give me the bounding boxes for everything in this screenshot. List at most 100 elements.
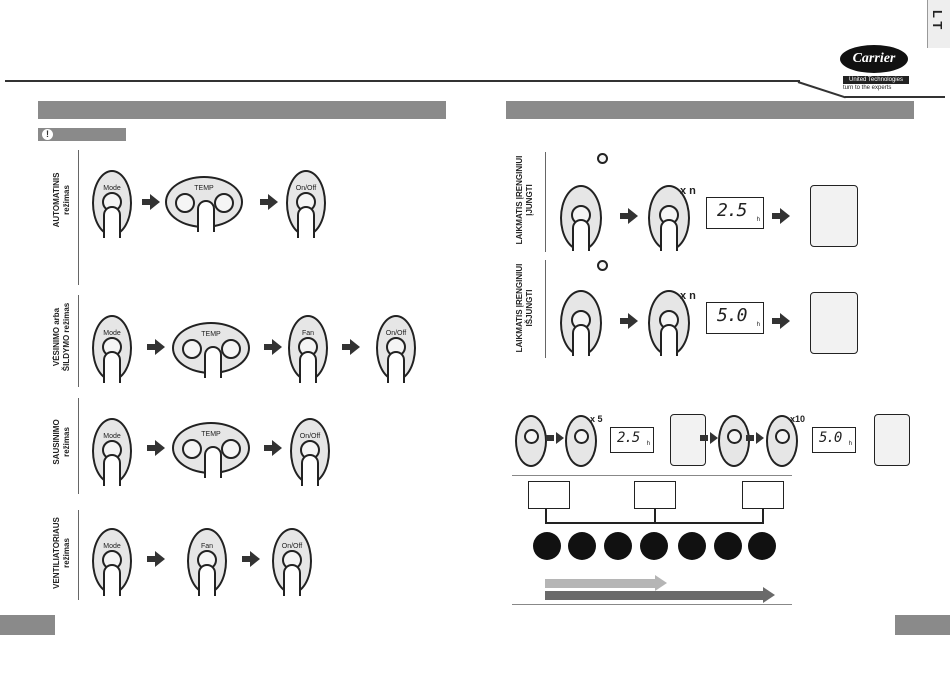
ac-unit-icon [810, 292, 858, 354]
timer-button[interactable] [648, 185, 690, 251]
onoff-button[interactable]: On/Off [286, 170, 326, 238]
lcd-unit: h [756, 217, 760, 223]
clock-icon [568, 532, 596, 560]
tagline: turn to the experts [843, 85, 892, 91]
finger-icon [103, 351, 121, 383]
temp-down-icon [182, 439, 202, 459]
temp-button[interactable]: TEMP [172, 422, 250, 478]
arrow-icon [620, 208, 638, 224]
lcd-unit: h [756, 322, 760, 328]
united-tech-logo: United Technologies [843, 76, 909, 84]
fan-label: Fan [200, 543, 214, 550]
row-divider [545, 260, 546, 358]
arrow-icon [746, 432, 764, 444]
right-footer-bar [895, 615, 950, 635]
clock-icon [524, 429, 539, 444]
row-label-dry: SAUSINIMO režimas [52, 397, 72, 487]
arrow-icon [620, 313, 638, 329]
timer-button[interactable] [560, 185, 602, 251]
mode-label: Mode [103, 185, 121, 192]
finger-icon [572, 324, 590, 356]
finger-icon [204, 346, 222, 378]
mode-label: Mode [103, 330, 121, 337]
mode-button[interactable]: Mode [92, 170, 132, 238]
fan-button[interactable]: Fan [187, 528, 227, 596]
finger-icon [660, 219, 678, 251]
mode-button[interactable]: Mode [92, 528, 132, 596]
times-label: x 5 [590, 414, 603, 424]
lcd-display: 2.5 h [706, 197, 764, 229]
arrow-icon [147, 339, 165, 355]
timer-off-button[interactable] [560, 290, 602, 356]
finger-icon [103, 564, 121, 596]
finger-icon [283, 564, 301, 596]
timeline-connector [545, 508, 547, 524]
language-tab: L T [927, 0, 950, 48]
fan-button[interactable]: Fan [288, 315, 328, 383]
onoff-button[interactable]: On/Off [290, 418, 330, 486]
row-divider [78, 510, 79, 600]
clock-icon [533, 532, 561, 560]
onoff-label: On/Off [281, 543, 303, 550]
off-duration-arrow [545, 591, 763, 600]
row-label-cool-heat: VĖSINIMO arba ŠILDYMO režimas [52, 292, 72, 382]
finger-icon [387, 351, 405, 383]
onoff-button[interactable]: On/Off [376, 315, 416, 383]
on-duration-arrow [545, 579, 655, 588]
timer-button[interactable] [565, 415, 597, 467]
right-section-bar [506, 101, 914, 119]
arrow-icon [700, 432, 718, 444]
timeline-box [742, 481, 784, 509]
timer-off-button[interactable] [718, 415, 750, 467]
lcd-display: 5.0 h [812, 427, 856, 453]
arrow-icon [342, 339, 360, 355]
arrow-icon [546, 432, 564, 444]
clock-icon [678, 532, 706, 560]
lcd-value: 2.5 [617, 430, 640, 446]
row-divider [78, 398, 79, 494]
temp-label: TEMP [194, 185, 214, 192]
on-duration-arrowhead [655, 575, 667, 591]
times-label: x10 [790, 414, 806, 424]
timer-icon [597, 153, 608, 164]
clock-icon [714, 532, 742, 560]
temp-button[interactable]: TEMP [165, 176, 243, 232]
row-label-fan: VENTILIATORIAUS režimas [52, 508, 72, 598]
row-label-line1: SAUSINIMO [52, 419, 61, 465]
clock-icon [727, 429, 742, 444]
lcd-value: 5.0 [717, 305, 747, 326]
temp-button[interactable]: TEMP [172, 322, 250, 378]
row-label-line1: AUTOMATINIS [52, 172, 61, 228]
arrow-icon [264, 339, 282, 355]
carrier-logo: Carrier [840, 45, 908, 73]
timer-off-button[interactable] [766, 415, 798, 467]
timer-button[interactable] [515, 415, 547, 467]
row-label-timer-on: LAIKMATIS ĮRENGINIUI ĮJUNGTI [515, 150, 535, 250]
finger-icon [572, 219, 590, 251]
timer-off-icon [597, 260, 608, 271]
clock-icon [604, 532, 632, 560]
exclamation-icon: ! [42, 129, 53, 140]
divider [512, 475, 792, 476]
divider [512, 604, 792, 605]
mode-button[interactable]: Mode [92, 315, 132, 383]
timer-off-button[interactable] [648, 290, 690, 356]
finger-icon [204, 446, 222, 478]
ac-unit-icon [874, 414, 910, 466]
row-label-line1: LAIKMATIS ĮRENGINIUI [515, 155, 524, 245]
header-rule-right [845, 96, 945, 98]
temp-down-icon [175, 193, 195, 213]
arrow-icon [772, 313, 790, 329]
arrow-icon [142, 194, 160, 210]
left-footer-bar [0, 615, 55, 635]
temp-label: TEMP [201, 331, 221, 338]
mode-button[interactable]: Mode [92, 418, 132, 486]
finger-icon [301, 454, 319, 486]
temp-down-icon [182, 339, 202, 359]
row-label-line2: režimas [62, 538, 71, 568]
temp-up-icon [214, 193, 234, 213]
onoff-button[interactable]: On/Off [272, 528, 312, 596]
left-section-bar [38, 101, 446, 119]
header-rule [5, 80, 800, 82]
clock-icon [574, 429, 589, 444]
